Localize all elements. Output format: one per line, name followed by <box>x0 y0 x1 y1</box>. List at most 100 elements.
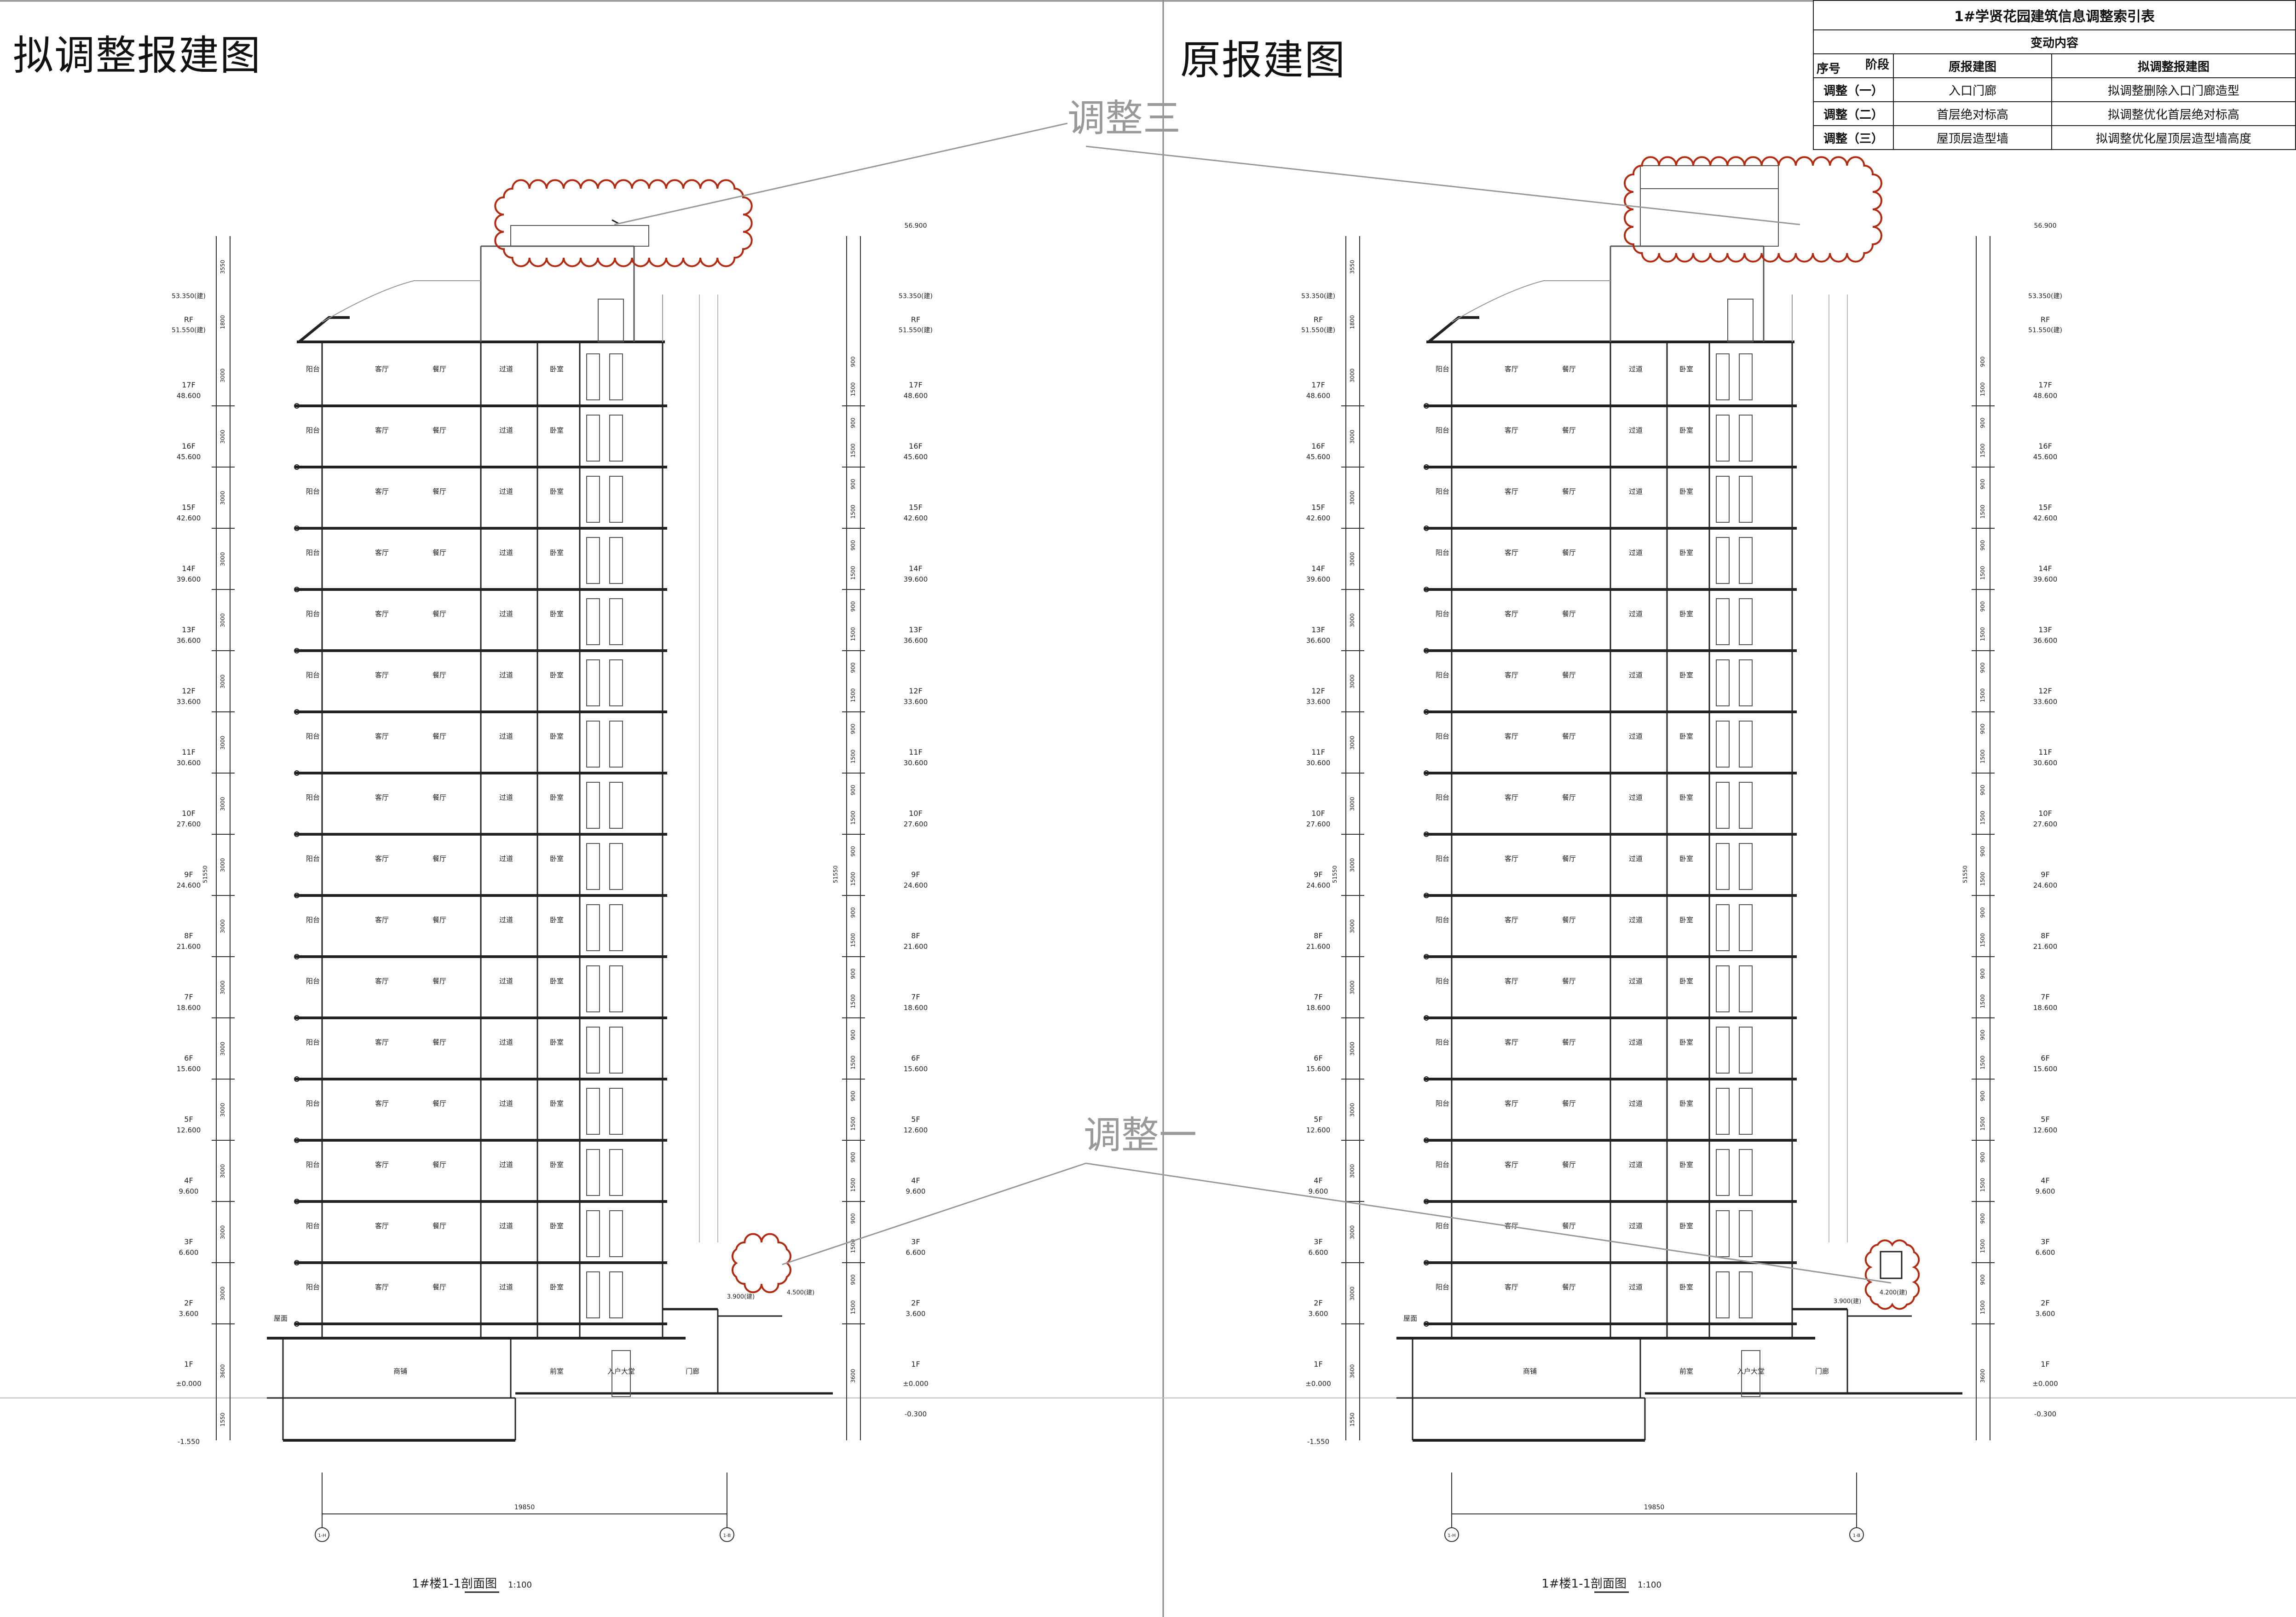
floor-level-label: 4F <box>2041 1176 2049 1185</box>
floor-level-label: 9F <box>2041 870 2049 879</box>
window-frame <box>1739 1210 1753 1257</box>
room-label: 阳台 <box>1436 793 1449 802</box>
room-label: 卧室 <box>550 610 564 618</box>
slab-node <box>294 893 300 898</box>
room-label: 卧室 <box>1679 365 1693 373</box>
floor-dimension: 3000 <box>219 1225 226 1240</box>
room-label: 餐厅 <box>1562 610 1576 618</box>
room-label: 阳台 <box>1436 671 1449 679</box>
window-dimension: 1500 <box>1979 1117 1986 1131</box>
window-frame <box>1739 659 1753 706</box>
row-adjusted: 拟调整删除入口门廊造型 <box>2051 77 2296 102</box>
window-dimension: 1500 <box>1979 994 1986 1009</box>
entrance-door <box>1741 1350 1760 1397</box>
room-label: 卧室 <box>550 671 564 679</box>
slab-node <box>294 526 300 531</box>
basement-elevation: -1.550 <box>178 1438 200 1446</box>
table-row: 调整（一） 入口门廊 拟调整删除入口门廊造型 <box>1813 77 2296 102</box>
outdoor-elevation: -0.300 <box>2034 1410 2056 1418</box>
floor-elevation: 39.600 <box>2033 575 2058 583</box>
room-label: 卧室 <box>550 549 564 557</box>
floor-level-label: 8F <box>1314 931 1322 940</box>
floor-level-label: 11F <box>1311 748 1325 757</box>
room-label: 卧室 <box>1679 671 1693 679</box>
floor-elevation: 39.600 <box>1306 575 1331 583</box>
ground-elevation: ±0.000 <box>176 1380 202 1388</box>
slab-node <box>1424 1015 1429 1021</box>
floor-elevation: 12.600 <box>2033 1126 2058 1134</box>
room-label: 卧室 <box>550 426 564 434</box>
callout-leader-adj3-right <box>1085 145 1800 225</box>
floor-elevation: 45.600 <box>904 453 928 461</box>
slab-node <box>294 770 300 776</box>
room-label: 卧室 <box>550 855 564 863</box>
left-section-drawing: 阳台客厅餐厅过道卧室阳台客厅餐厅过道卧室阳台客厅餐厅过道卧室阳台客厅餐厅过道卧室… <box>172 179 933 1593</box>
window-frame <box>1739 843 1753 890</box>
room-label: 卧室 <box>550 977 564 985</box>
floor-level-label: 17F <box>1311 381 1325 389</box>
room-label: 阳台 <box>1436 365 1449 373</box>
row-original: 首层绝对标高 <box>1893 101 2052 126</box>
roof-canopy <box>1428 316 1479 343</box>
room-label: 餐厅 <box>1562 916 1576 924</box>
ground-dimension: 3600 <box>219 1364 226 1379</box>
slab-node <box>1424 954 1429 959</box>
room-label: 过道 <box>499 610 513 618</box>
parapet-dimension: 1800 <box>219 315 226 329</box>
slab-node <box>1424 403 1429 409</box>
floor-elevation: 18.600 <box>904 1004 928 1012</box>
floor-level-label: 13F <box>2038 625 2052 634</box>
window-frame <box>609 1088 623 1135</box>
slab-node <box>1424 648 1429 653</box>
room-label: 客厅 <box>1505 487 1518 496</box>
floor-elevation: 36.600 <box>1306 636 1331 645</box>
floor-dimension: 3000 <box>1349 369 1356 383</box>
window-frame <box>1716 1088 1730 1135</box>
room-label: 餐厅 <box>1562 1038 1576 1046</box>
slab-node <box>1424 1199 1429 1204</box>
room-label: 客厅 <box>375 487 389 496</box>
window-dimension: 1500 <box>850 1056 856 1070</box>
floor-elevation: 18.600 <box>1306 1004 1331 1012</box>
revision-cloud-adj3 <box>1624 156 1882 263</box>
roof-door <box>1727 299 1754 342</box>
room-label: 过道 <box>499 487 513 496</box>
room-label: 餐厅 <box>1562 855 1576 863</box>
index-table-stage-seq-header: 阶段 序号 <box>1813 53 1894 78</box>
entrance-portico <box>1880 1251 1903 1279</box>
floor-elevation: 12.600 <box>177 1126 201 1134</box>
floor-elevation: 6.600 <box>906 1248 926 1257</box>
floor-elevation: 33.600 <box>1306 698 1331 706</box>
room-label: 餐厅 <box>433 1283 446 1291</box>
roof-dimension: 3550 <box>1349 260 1356 274</box>
floor-elevation: 15.600 <box>177 1065 201 1073</box>
window-dimension: 1500 <box>850 933 856 947</box>
room-label: 过道 <box>499 916 513 924</box>
slab-node <box>294 709 300 715</box>
room-label: 过道 <box>499 732 513 740</box>
floor-level-label: 2F <box>184 1299 193 1307</box>
drawing-scale: 1:100 <box>1638 1580 1661 1590</box>
slab-node <box>1424 832 1429 837</box>
floor-dimension: 3000 <box>1349 981 1356 995</box>
window-frame <box>609 721 623 768</box>
room-label: 过道 <box>499 549 513 557</box>
window-dimension: 1500 <box>850 1300 856 1315</box>
slab-node <box>1424 587 1429 592</box>
window-dimension: 1500 <box>1979 750 1986 764</box>
drawing-caption: 1#楼1-1剖面图 <box>1541 1577 1627 1591</box>
ground-elevation: ±0.000 <box>1305 1380 1331 1388</box>
room-label: 客厅 <box>375 1099 389 1108</box>
window-frame <box>1716 415 1730 462</box>
floor-elevation: 42.600 <box>904 514 928 522</box>
room-label: 餐厅 <box>433 732 446 740</box>
ground-dimension: 3600 <box>1979 1369 1986 1383</box>
floor-elevation: 15.600 <box>904 1065 928 1073</box>
room-label: 过道 <box>1629 365 1643 373</box>
room-label: 客厅 <box>375 549 389 557</box>
floor-dimension: 3000 <box>219 1164 226 1178</box>
floor-dimension: 3000 <box>1349 1225 1356 1240</box>
floor-level-label: 3F <box>2041 1237 2049 1246</box>
window-dimension: 1500 <box>1979 1239 1986 1253</box>
room-label: 餐厅 <box>1562 1161 1576 1169</box>
